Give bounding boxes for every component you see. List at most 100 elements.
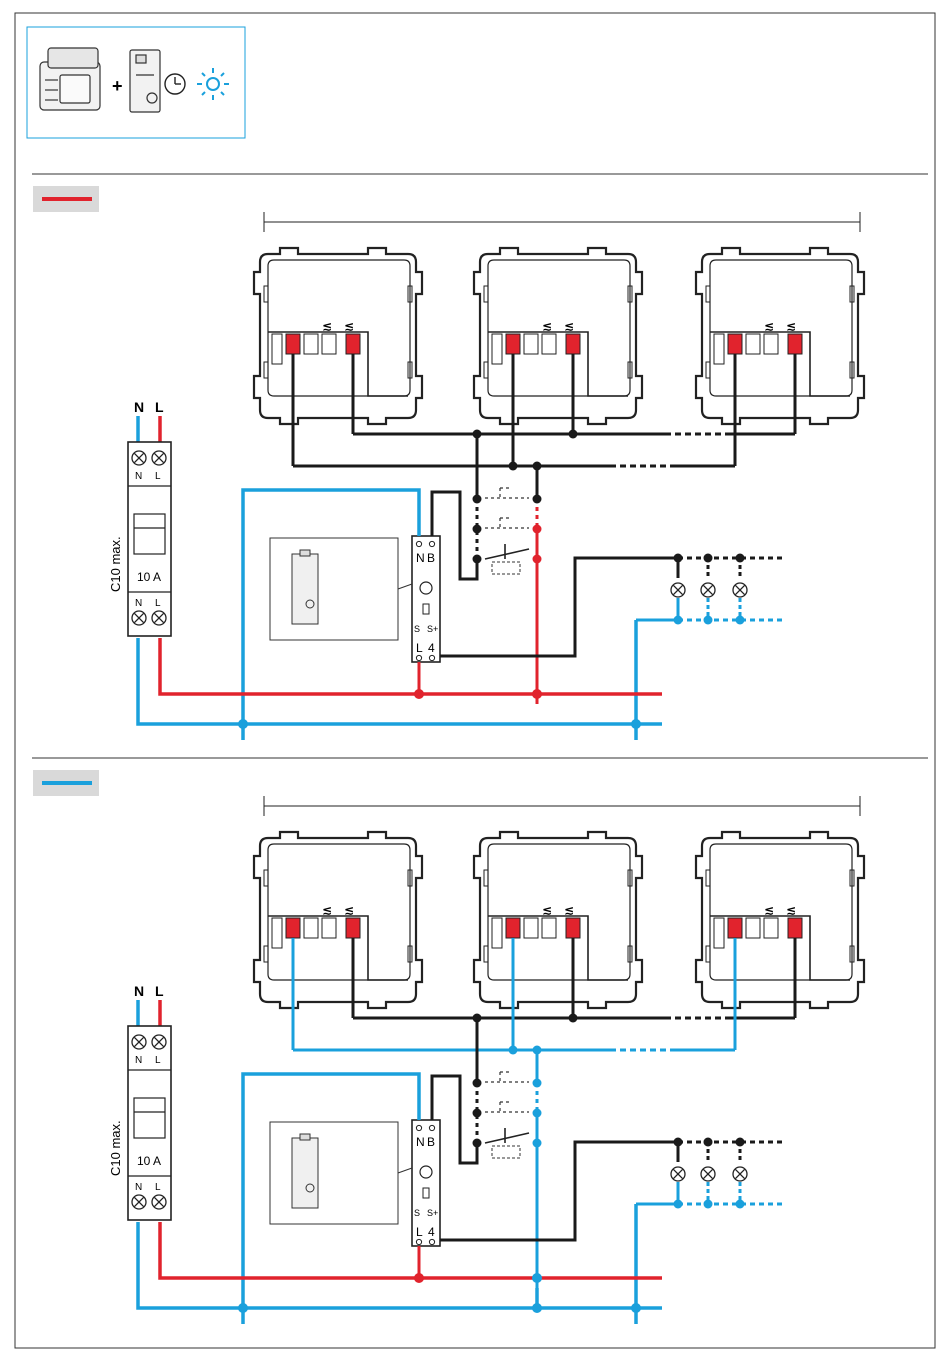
timer-terminal-splus: S+ [427,624,438,634]
breaker-label-l: L [155,1055,161,1066]
terminal [746,918,760,938]
terminal [304,918,318,938]
junction-dot [414,1273,424,1283]
breaker-screw-icon [152,1195,166,1209]
terminal [764,334,778,354]
timer-terminal-s: S [414,624,420,634]
wire [138,638,662,724]
tilde-mark: ≲ [764,903,774,917]
junction-dot [473,1109,482,1118]
junction-dot [569,430,578,439]
breaker-label-n: N [135,1182,142,1193]
junction-dot [532,689,542,699]
timer-terminal-n: N [416,551,425,565]
terminal-red [346,334,360,354]
breaker-label-l: L [155,471,161,482]
terminal [746,334,760,354]
mains-label-l: L [155,983,164,999]
breaker-rating: 10 A [137,1154,161,1168]
terminal-red [286,918,300,938]
mains-label-n: N [134,983,144,999]
timer-terminal-l: L [416,1225,423,1239]
timer-terminal-b: B [427,551,435,565]
switch-mechanism: ≲≲ [474,248,642,424]
terminal-red [788,334,802,354]
photo-top [300,550,310,556]
terminal-red [346,918,360,938]
junction-dot [238,1303,248,1313]
terminal [524,334,538,354]
mains-label-l: L [155,399,164,415]
lamp-icon [733,1167,747,1181]
junction-dot [238,719,248,729]
timer-module-icon [130,50,160,112]
header-icon-box: + [27,27,245,138]
switch-mechanism: ≲≲ [696,248,864,424]
timer-photo-icon [292,550,318,624]
tilde-mark: ≲ [764,319,774,333]
terminal-red [566,334,580,354]
junction-dot [473,495,482,504]
terminal-red [728,334,742,354]
device-housing [474,248,642,424]
junction-dot [533,555,542,564]
terminal-red [506,918,520,938]
junction-dot [509,1046,518,1055]
lamp-icon [733,583,747,597]
terminal [322,918,336,938]
tilde-mark: ≲ [564,319,574,333]
breaker-screw-icon [152,451,166,465]
breaker-label-n: N [135,598,142,609]
lamp-icon [701,583,715,597]
junction-dot [533,1079,542,1088]
lamp-icon [671,583,685,597]
junction-dot [533,495,542,504]
tilde-mark: ≲ [786,903,796,917]
junction-dot [473,525,482,534]
terminal [524,918,538,938]
terminal-red [788,918,802,938]
junction-dot [736,554,745,563]
timer-terminal-s: S [414,1208,420,1218]
device-housing [696,248,864,424]
terminal [304,334,318,354]
breaker-label-l: L [155,1182,161,1193]
pushbutton-contact [485,549,529,559]
breaker-label-l: L [155,598,161,609]
lamp-icon [701,1167,715,1181]
junction-dot [532,1303,542,1313]
timer-terminal-4: 4 [428,641,435,655]
module-device-icon [40,48,100,110]
mains-label-n: N [134,399,144,415]
junction-dot [532,1273,542,1283]
device-housing [474,832,642,1008]
timer-terminal-l: L [416,641,423,655]
breaker-max-label: C10 max. [108,1120,123,1176]
junction-dot [414,689,424,699]
junction-dot [631,719,641,729]
terminal [764,918,778,938]
photo-body [292,554,318,624]
breaker-screw-icon [152,611,166,625]
breaker-rating: 10 A [137,570,161,584]
junction-dot [509,462,518,471]
switch-mechanism: ≲≲ [254,248,422,424]
terminal-red [286,334,300,354]
timer-photo-box [270,538,398,640]
junction-dot [533,525,542,534]
device-housing [254,832,422,1008]
junction-dot [533,1109,542,1118]
switch-mechanism: ≲≲ [254,832,422,1008]
tilde-mark: ≲ [542,319,552,333]
timer-terminal-b: B [427,1135,435,1149]
junction-dot [674,554,683,563]
breaker-screw-icon [132,1035,146,1049]
photo-top [300,1134,310,1140]
tilde-mark: ≲ [786,319,796,333]
wire [160,638,662,694]
timer-terminal-4: 4 [428,1225,435,1239]
tilde-mark: ≲ [542,903,552,917]
timer-photo-icon [292,1134,318,1208]
